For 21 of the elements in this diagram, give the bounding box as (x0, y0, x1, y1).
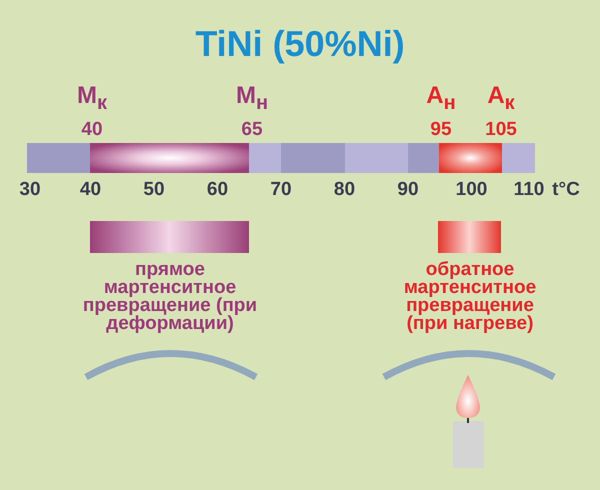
axis-tick-label: 40 (80, 180, 102, 199)
temperature-value: 95 (430, 120, 452, 139)
temperature-value: 40 (81, 120, 103, 139)
axis-unit: t°C (552, 180, 580, 199)
temperature-value: 65 (241, 120, 263, 139)
axis-tick-label: 110 (514, 180, 544, 199)
axis-tick-label: 90 (397, 180, 419, 199)
axis-tick-label: 50 (143, 180, 165, 199)
axis-tick-label: 60 (206, 180, 228, 199)
caption-text: прямое мартенситное превращение (при деформации) (82, 261, 258, 333)
caption-text: обратное мартенситное превращение (при нагреве) (402, 261, 538, 333)
phase-symbol: М$_{н}$ (236, 84, 268, 113)
axis-tick-label: 80 (334, 180, 356, 199)
phase-symbol: А$_{к}$ (487, 84, 515, 113)
phase-symbol: А$_{н}$ (426, 84, 456, 113)
axis-tick-label: 70 (270, 180, 292, 199)
axis-tick-label: 100 (456, 180, 488, 199)
title: TiNi (50%Ni) (195, 26, 405, 62)
temperature-value: 105 (485, 120, 517, 139)
axis-tick-label: 30 (19, 180, 41, 199)
phase-symbol: М$_{к}$ (77, 84, 107, 113)
